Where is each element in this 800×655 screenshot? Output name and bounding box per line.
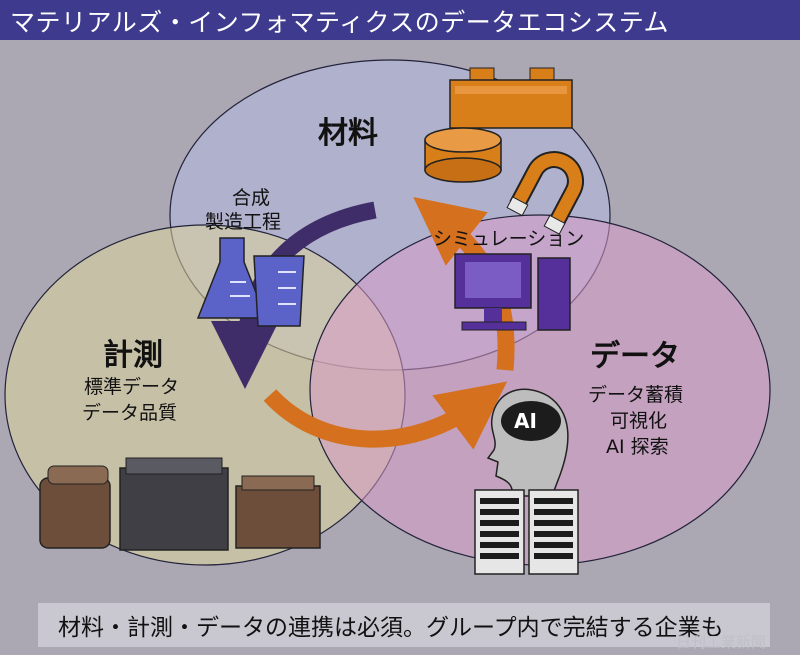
data-storage-label: データ蓄積 <box>588 384 684 406</box>
beaker-icon <box>253 255 305 327</box>
ai-badge: AI <box>514 409 537 433</box>
visualization-label: 可視化 <box>610 410 668 432</box>
synthesis-label: 合成 <box>232 187 271 209</box>
caption-band <box>38 603 770 647</box>
arrow-measurement-to-data <box>263 381 508 450</box>
arrow-synthesis-to-measurement <box>211 201 377 389</box>
measurement-label: 計測 <box>103 338 163 373</box>
magnet-icon <box>506 151 584 235</box>
data-label: データ <box>590 339 680 374</box>
simulation-label: シミュレーション <box>433 228 585 250</box>
data-quality-label: データ品質 <box>82 402 178 424</box>
ai-head-icon <box>486 388 569 497</box>
page-title: マテリアルズ・インフォマティクスのデータエコシステム <box>10 8 670 37</box>
ai-search-label: AI 探索 <box>606 436 669 458</box>
caption: 材料・計測・データの連携は必須。グループ内で完結する企業も <box>58 615 724 641</box>
cylinder-icon <box>424 127 502 183</box>
server-rack-icon <box>474 489 579 575</box>
standard-data-label: 標準データ <box>84 376 180 398</box>
material-block-icon <box>39 457 321 551</box>
source-credit: 日刊工業新聞 <box>676 633 767 651</box>
computer-icon <box>454 253 571 331</box>
process-label: 製造工程 <box>205 211 282 233</box>
material-label: 材料 <box>318 116 378 151</box>
battery-icon <box>449 67 573 129</box>
title-bar: マテリアルズ・インフォマティクスのデータエコシステム <box>0 0 800 40</box>
